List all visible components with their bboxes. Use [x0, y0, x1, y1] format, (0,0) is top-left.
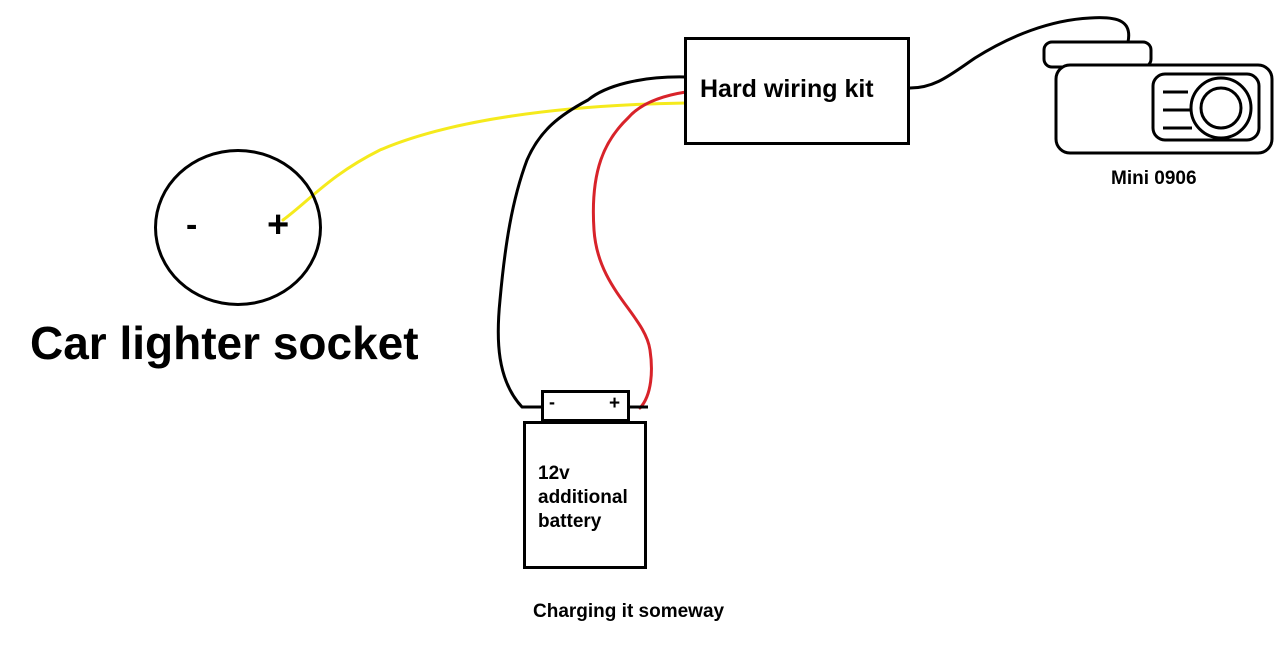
- charging-note: Charging it someway: [533, 601, 725, 622]
- camera-label: Mini 0906: [1111, 168, 1197, 189]
- hard-wiring-kit-label: Hard wiring kit: [700, 75, 874, 103]
- socket-minus-terminal: -: [186, 206, 198, 244]
- battery-label: 12v additional battery: [538, 462, 628, 534]
- battery-minus-symbol: -: [549, 392, 555, 412]
- hard-wiring-kit-box: [684, 37, 910, 145]
- socket-title: Car lighter socket: [30, 317, 419, 369]
- socket-plus-terminal: +: [267, 204, 290, 246]
- red-wire: [591, 90, 688, 410]
- battery-label-line: additional: [538, 487, 628, 508]
- battery-cap: [541, 390, 630, 422]
- battery-label-line: 12v: [538, 463, 570, 484]
- battery-plus-symbol: +: [609, 393, 621, 414]
- battery-label-line: battery: [538, 511, 602, 532]
- car-lighter-socket: [154, 149, 322, 306]
- black-wire-battery: [496, 75, 688, 409]
- battery-body: [523, 421, 647, 569]
- dashcam-icon: [1042, 40, 1274, 155]
- black-wire-camera: [908, 16, 1131, 90]
